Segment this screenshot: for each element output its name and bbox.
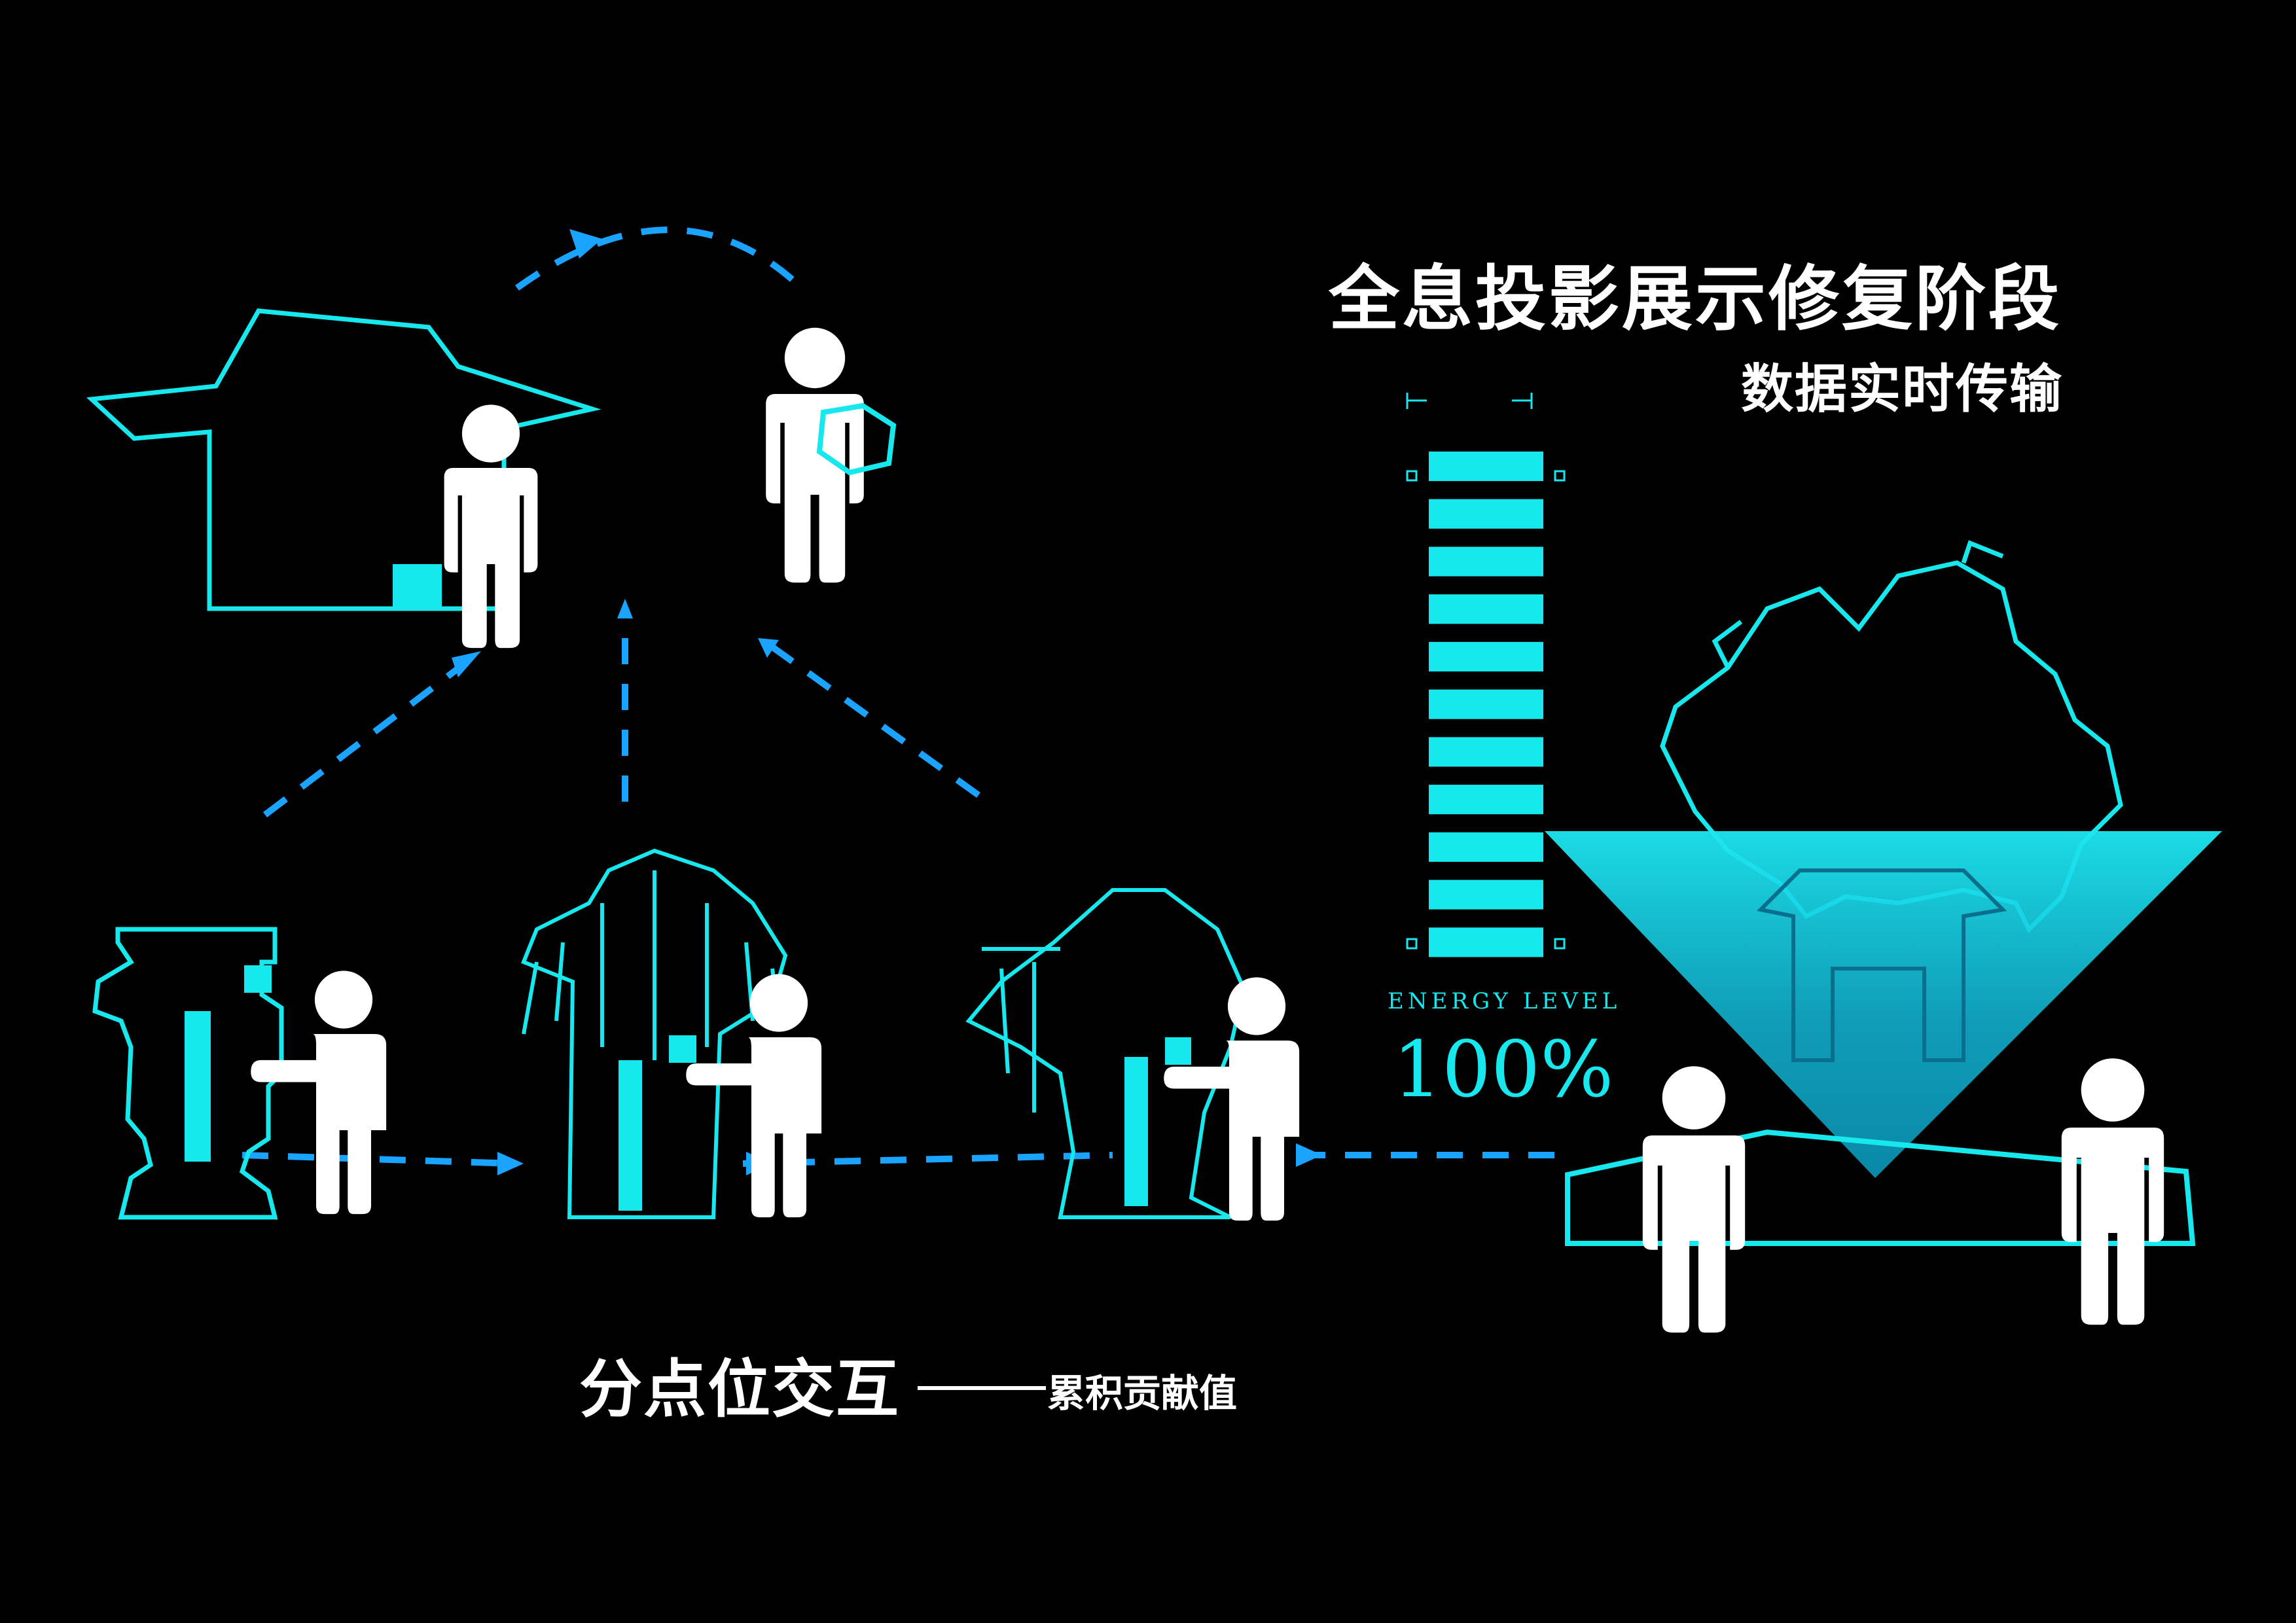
- contribution-bar: [185, 1011, 211, 1162]
- person-icon: [2061, 1058, 2164, 1325]
- person-icon: [444, 404, 538, 649]
- ancient-gate-icon: [1756, 868, 2007, 1062]
- person-icon: [1164, 977, 1300, 1221]
- energy-level-label: ENERGY LEVEL: [1388, 988, 1621, 1014]
- arrowheads: [452, 229, 1322, 1175]
- energy-segment: [1429, 880, 1543, 910]
- person-icon: [251, 971, 387, 1215]
- energy-segment: [1429, 641, 1543, 671]
- energy-segment: [1429, 499, 1543, 529]
- contribution-block: [393, 564, 442, 610]
- energy-segment: [1429, 832, 1543, 862]
- contribution-block: [244, 965, 272, 993]
- contribution-bar: [619, 1060, 642, 1211]
- hologram-pyramid-icon: [1545, 831, 2222, 1178]
- contribution-block: [669, 1035, 696, 1063]
- energy-segment: [1429, 546, 1543, 577]
- page-title: 全息投影展示修复阶段: [1329, 259, 2062, 340]
- energy-segment: [1429, 594, 1543, 624]
- hologram-cube-icon: [816, 402, 897, 476]
- energy-segment: [1429, 785, 1543, 815]
- energy-segments: [1429, 452, 1543, 957]
- bottom-caption: 分点位交互: [579, 1353, 900, 1426]
- bottom-caption-sub: 累积贡献值: [1047, 1371, 1238, 1416]
- caption-dash: [918, 1386, 1046, 1390]
- contribution-bar: [1124, 1057, 1148, 1206]
- energy-meter: [1406, 393, 1566, 957]
- energy-level-value: 100%: [1393, 1024, 1614, 1115]
- person-icon: [1642, 1066, 1746, 1333]
- energy-segment: [1429, 452, 1543, 482]
- energy-segment: [1429, 689, 1543, 719]
- stupa-icon: [92, 927, 284, 1220]
- page-subtitle: 数据实时传输: [1741, 359, 2063, 419]
- pavilion-icon: [86, 308, 601, 611]
- flow-arrows: [242, 226, 1571, 1167]
- tree-icon: [965, 888, 1246, 1219]
- energy-segment: [1429, 927, 1543, 957]
- energy-segment: [1429, 737, 1543, 767]
- person-icon: [766, 327, 864, 583]
- contribution-block: [1165, 1037, 1191, 1065]
